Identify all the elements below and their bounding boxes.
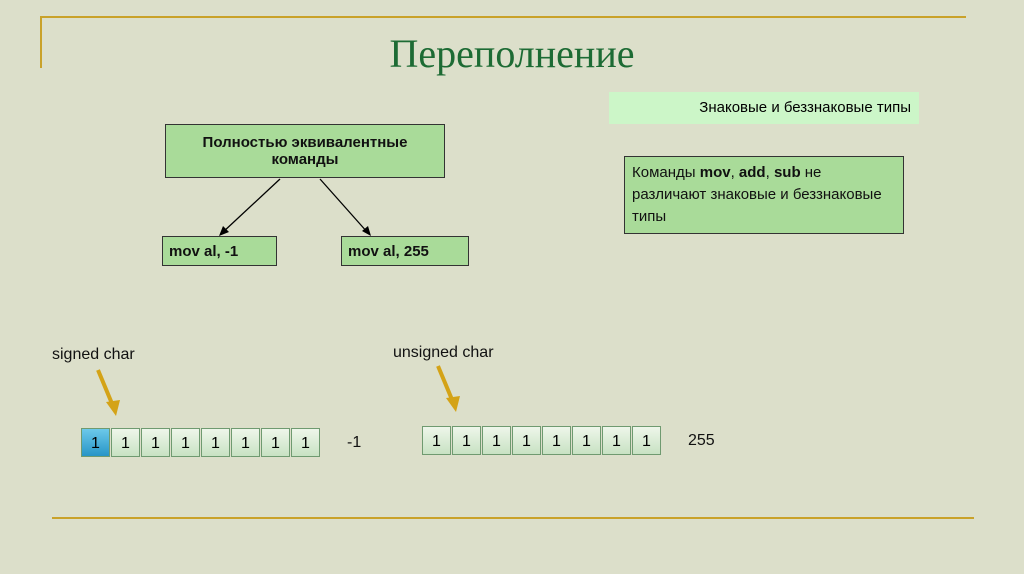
bit-cell: 1 bbox=[452, 426, 481, 455]
bit-cell: 1 bbox=[482, 426, 511, 455]
bit-cell: 1 bbox=[602, 426, 631, 455]
unsigned-value: 255 bbox=[688, 432, 715, 449]
bit-cell: 1 bbox=[512, 426, 541, 455]
bit-cell: 1 bbox=[632, 426, 661, 455]
page-title: Переполнение bbox=[389, 31, 635, 76]
unsigned-char-label: unsigned char bbox=[393, 344, 494, 361]
top-rule bbox=[40, 16, 966, 18]
arrow-left bbox=[221, 178, 281, 234]
note-box: Команды mov, add, sub не различают знако… bbox=[624, 156, 904, 234]
command-mov-al-255: mov al, 255 bbox=[341, 236, 469, 266]
left-rule bbox=[40, 16, 42, 68]
bit-cell: 1 bbox=[141, 428, 170, 457]
equivalent-commands-box: Полностью эквивалентные команды bbox=[165, 124, 445, 178]
bit-cell: 1 bbox=[572, 426, 601, 455]
signed-pointer-head bbox=[106, 400, 120, 416]
signed-pointer bbox=[96, 369, 115, 407]
arrow-right-head bbox=[362, 226, 371, 236]
arrow-right bbox=[319, 178, 369, 234]
note-sub: sub bbox=[773, 164, 801, 181]
command-mov-al-minus1: mov al, -1 bbox=[162, 236, 277, 266]
bit-cell: 1 bbox=[542, 426, 571, 455]
bit-cell: 1 bbox=[231, 428, 260, 457]
bit-cell: 1 bbox=[291, 428, 320, 457]
bit-cell: 1 bbox=[261, 428, 290, 457]
arrow-left-head bbox=[219, 226, 229, 236]
note-text-end: не различают знаковые и беззнаковые типы bbox=[632, 164, 882, 225]
unsigned-pointer-head bbox=[446, 396, 460, 412]
unsigned-pointer bbox=[436, 365, 455, 403]
bit-cell: 1 bbox=[422, 426, 451, 455]
signed-char-label: signed char bbox=[52, 346, 135, 363]
note-text: Команды bbox=[632, 164, 700, 181]
bit-cell: 1 bbox=[201, 428, 230, 457]
signed-value: -1 bbox=[347, 434, 362, 451]
bottom-rule bbox=[52, 517, 974, 519]
sign-bit-cell: 1 bbox=[81, 428, 110, 457]
note-add: add bbox=[738, 164, 766, 181]
subtitle-box: Знаковые и беззнаковые типы bbox=[609, 92, 919, 124]
bit-cell: 1 bbox=[111, 428, 140, 457]
bit-cell: 1 bbox=[171, 428, 200, 457]
note-sep2: , bbox=[765, 164, 774, 181]
note-mov: mov bbox=[699, 164, 731, 181]
note-sep: , bbox=[730, 164, 739, 181]
